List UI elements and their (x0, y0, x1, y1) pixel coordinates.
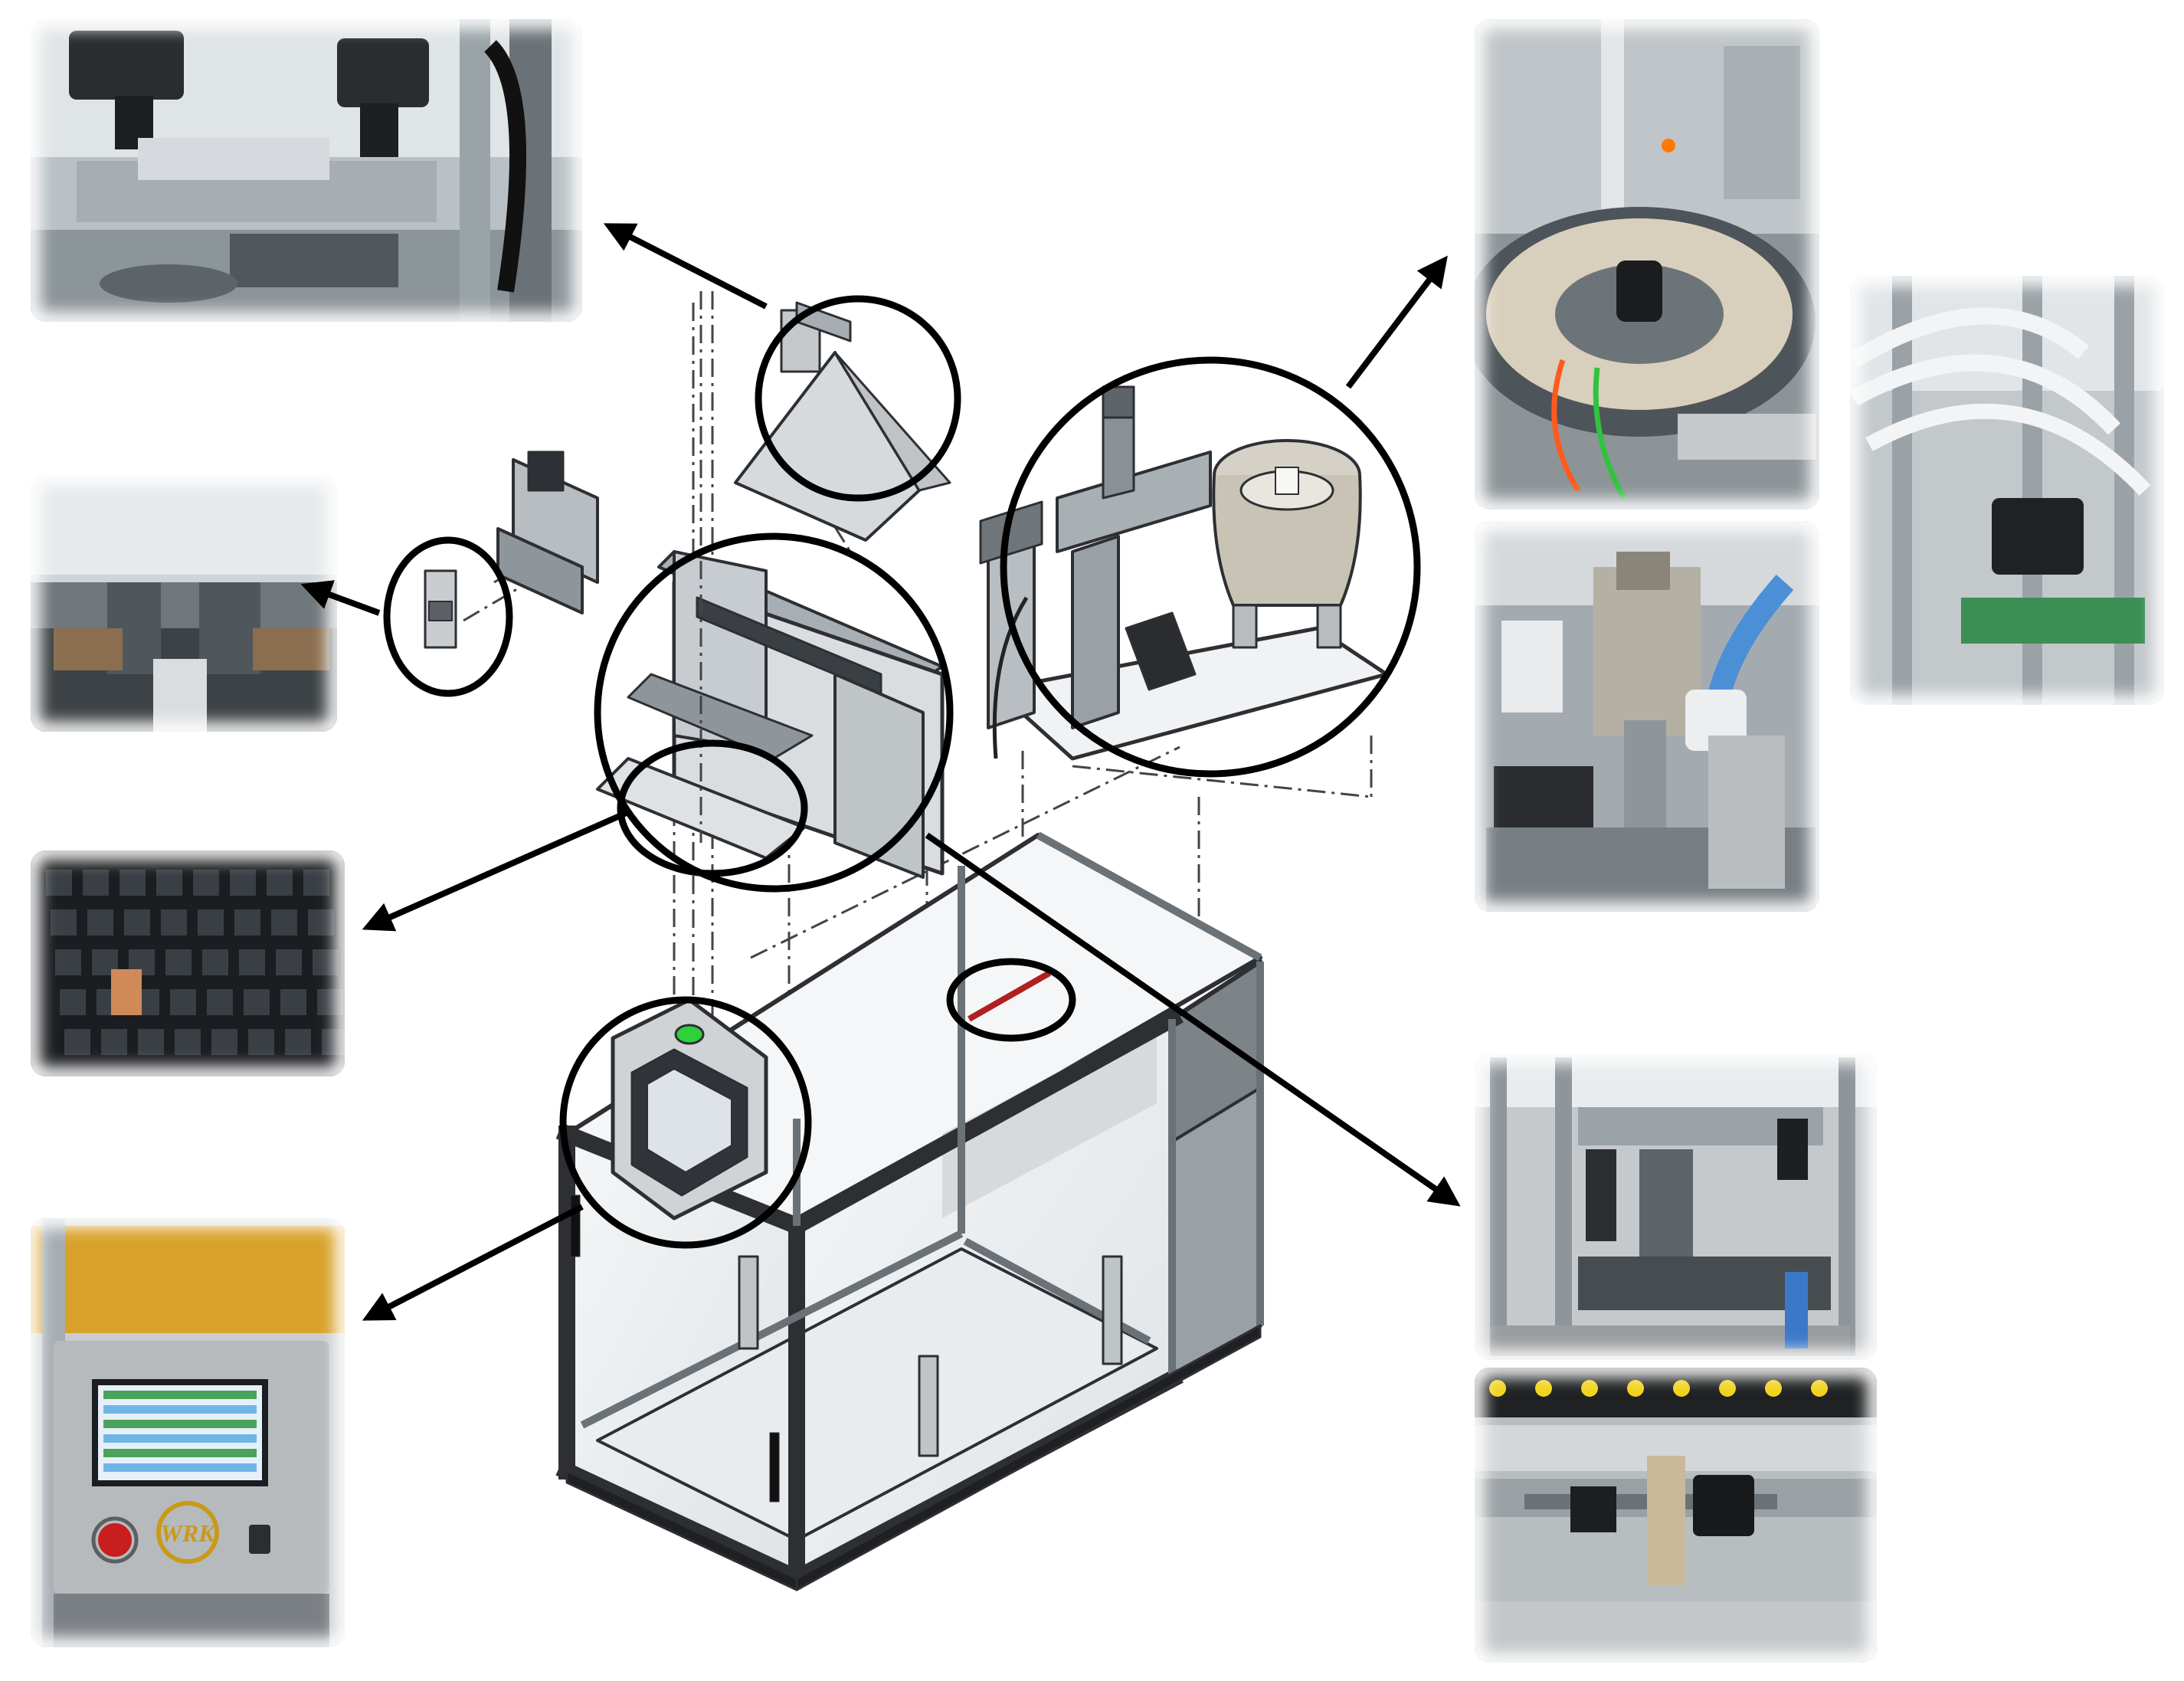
tray-cell (124, 909, 150, 936)
hmi-screen-row (103, 1391, 257, 1399)
tray-cell (244, 989, 270, 1015)
callout-circle-tray (617, 739, 808, 877)
callout-arrows (300, 223, 1461, 1321)
cable-chain-marker (1811, 1380, 1828, 1397)
tray-cell (101, 1029, 127, 1055)
photo-hmi-control-panel: WRK (31, 1218, 345, 1647)
tray-cell (138, 1029, 164, 1055)
tray-cell (285, 1029, 311, 1055)
callout-circle-hopper (755, 295, 961, 502)
gripper-module-upper (596, 550, 945, 879)
tray-cell (303, 870, 329, 896)
tray-cell (198, 909, 224, 936)
callout-circle-hmi (559, 996, 812, 1249)
arrow-to-gripper-closeup (300, 580, 381, 616)
callout-circles (383, 295, 1421, 1249)
photo-gripper-closeup (31, 475, 337, 732)
cable-chain-marker (1627, 1380, 1644, 1397)
tray-cell (267, 870, 293, 896)
tray-cell (51, 909, 77, 936)
cable-chain-marker (1581, 1380, 1598, 1397)
tray-cell (64, 1029, 90, 1055)
hmi-screen-row (103, 1420, 257, 1428)
tray-cell (313, 949, 339, 975)
photo-pallet-tray (31, 850, 345, 1076)
hmi-screen-row (103, 1463, 257, 1472)
arrow-to-hmi-panel (362, 1204, 584, 1321)
tray-cell (271, 909, 297, 936)
hmi-screen-row (103, 1449, 257, 1457)
tray-cell (234, 909, 260, 936)
tray-cell (230, 870, 256, 896)
tray-cell (207, 989, 233, 1015)
cad-exploded-view (424, 291, 1389, 1591)
callout-circle-gripper (383, 536, 513, 697)
tray-cell (170, 989, 196, 1015)
cable-chain-marker (1489, 1380, 1506, 1397)
arrow-to-pallet-tray (362, 809, 630, 932)
tray-cell (165, 949, 192, 975)
tray-cell (211, 1029, 237, 1055)
photo-assembled-cell (1475, 1053, 1877, 1360)
tray-cell (87, 909, 113, 936)
tray-cell (308, 909, 334, 936)
cable-chain-marker (1719, 1380, 1736, 1397)
cable-chain-marker (1535, 1380, 1552, 1397)
photo-camera-inspection-station (31, 19, 582, 322)
arrow-to-assembled-cell (925, 832, 1461, 1207)
tray-cell (202, 949, 228, 975)
cable-chain-marker (1673, 1380, 1690, 1397)
gripper-module-small (424, 451, 599, 649)
photo-linear-axis-drive (1475, 1368, 1877, 1663)
cable-chain-marker (1765, 1380, 1782, 1397)
hmi-box (611, 998, 768, 1221)
tray-cell (60, 989, 86, 1015)
tray-cell (193, 870, 219, 896)
arrow-to-feeder-photo (1345, 255, 1448, 389)
photo-pneumatic-lines (1850, 276, 2164, 705)
tray-cell (55, 949, 81, 975)
arrow-to-camera-station (603, 223, 768, 310)
tray-cell (248, 1029, 274, 1055)
hmi-screen-row (103, 1405, 257, 1414)
tray-cell (239, 949, 265, 975)
tray-cell (83, 870, 109, 896)
callout-circle-upper-module (594, 532, 954, 893)
hmi-screen-row (103, 1434, 257, 1443)
photo-pick-and-place-cylinder (1475, 521, 1819, 912)
callout-circle-rail (946, 958, 1076, 1042)
photo-vibratory-feeder (1475, 19, 1819, 510)
tray-cell (280, 989, 306, 1015)
tray-cell (175, 1029, 201, 1055)
hmi-logo: WRK (160, 1519, 217, 1547)
tray-cell (156, 870, 182, 896)
feeder-module (979, 385, 1389, 761)
callout-circle-feeder (1000, 356, 1421, 778)
tray-cell (276, 949, 302, 975)
tray-cell (161, 909, 187, 936)
tray-cell (120, 870, 146, 896)
hopper-module (699, 291, 951, 843)
tray-cell (46, 870, 72, 896)
